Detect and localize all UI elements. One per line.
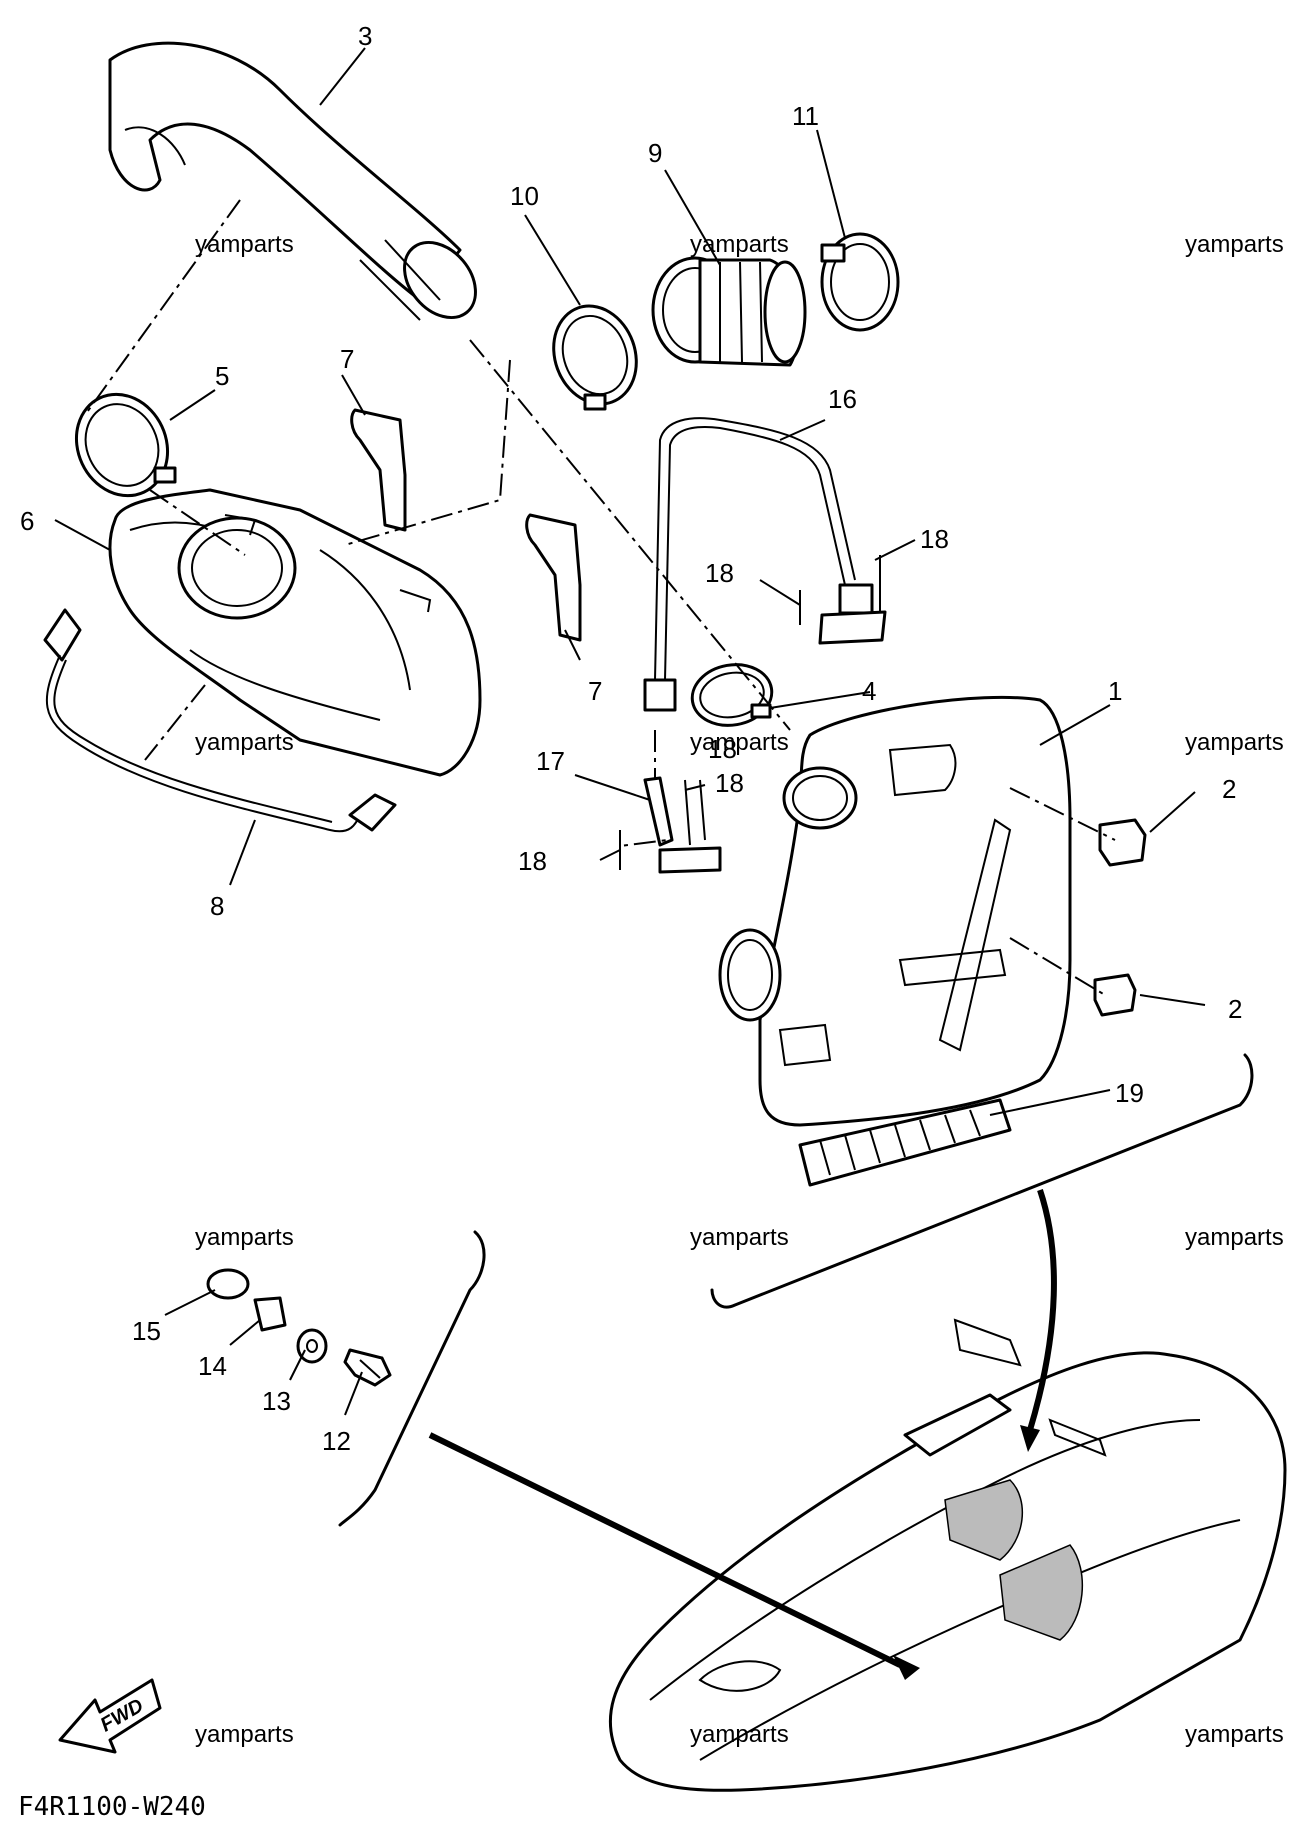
part-11-hose-clamp	[820, 232, 900, 332]
part-9-rubber-joint	[651, 256, 807, 367]
callout-10: 10	[510, 181, 539, 211]
callout-9: 9	[648, 138, 662, 168]
part-10-hose-clamp	[552, 304, 638, 411]
callout-15: 15	[132, 1316, 161, 1346]
watermark: yamparts	[690, 729, 789, 756]
callout-13: 13	[262, 1386, 291, 1416]
part-19-mat	[798, 1098, 1012, 1187]
part-7-bracket-lower	[525, 513, 582, 642]
watermark: yamparts	[195, 1721, 294, 1748]
part-3-intake-hose	[108, 41, 477, 321]
watermarks: yamparts yamparts yamparts yamparts yamp…	[195, 231, 1284, 1748]
callout-3: 3	[358, 21, 372, 51]
part-12-screw	[343, 1348, 392, 1387]
callout-4: 4	[862, 676, 876, 706]
part-4-hose-clamp	[690, 663, 774, 727]
fwd-arrow-icon: FWD	[58, 1678, 162, 1754]
part-1-air-box	[718, 695, 1072, 1127]
watermark: yamparts	[195, 231, 294, 258]
callout-2-upper: 2	[1222, 774, 1236, 804]
arrow-drain-head	[893, 1655, 920, 1680]
callout-7-upper: 7	[340, 344, 354, 374]
part-18-rivets-upper	[799, 555, 887, 645]
part-2-blind-plug-upper	[1098, 818, 1147, 867]
part-8-wire-lead	[43, 608, 397, 833]
watermark: yamparts	[690, 1721, 789, 1748]
part-15-clip	[206, 1268, 250, 1300]
arrow-drain-to-hull	[428, 1432, 902, 1668]
part-13-washer	[296, 1328, 328, 1364]
watermark: yamparts	[1185, 729, 1284, 756]
part-5-hose-clamp	[74, 392, 177, 498]
callout-7-lower: 7	[588, 676, 602, 706]
watermark: yamparts	[690, 231, 789, 258]
watermark: yamparts	[1185, 1224, 1284, 1251]
part-16-strap	[643, 417, 874, 712]
callout-18-lowmid: 18	[715, 768, 744, 798]
callout-16: 16	[828, 384, 857, 414]
group-bracket-airbox	[710, 1053, 1254, 1309]
callout-8: 8	[210, 891, 224, 921]
leader-lines	[54, 47, 1206, 1416]
callout-labels: 3 10 9 11 5 7 16 6 18 18 7 4 1 18 17 18 …	[20, 21, 1242, 1456]
callout-12: 12	[322, 1426, 351, 1456]
watermark: yamparts	[690, 1224, 789, 1251]
callout-18-right: 18	[920, 524, 949, 554]
callout-18-left: 18	[705, 558, 734, 588]
part-17-strap-end	[619, 776, 722, 874]
callout-17: 17	[536, 746, 565, 776]
callout-2-lower: 2	[1228, 994, 1242, 1024]
watercraft-hull	[608, 1318, 1287, 1792]
callout-5: 5	[215, 361, 229, 391]
part-7-bracket-upper	[350, 408, 407, 532]
callout-14: 14	[198, 1351, 227, 1381]
callout-11: 11	[792, 101, 819, 131]
watermark: yamparts	[1185, 1721, 1284, 1748]
arrow-airbox-to-hull	[1027, 1189, 1057, 1431]
figure-code: F4R1100-W240	[18, 1792, 206, 1822]
watermark: yamparts	[195, 729, 294, 756]
assembly-lines	[84, 199, 1116, 996]
watermark: yamparts	[195, 1224, 294, 1251]
part-6-air-silencer	[108, 488, 482, 777]
group-bracket-drain	[338, 1230, 486, 1527]
part-14-nut	[253, 1296, 287, 1332]
part-2-blind-plug-lower	[1093, 973, 1137, 1017]
callout-18-lower: 18	[518, 846, 547, 876]
callout-19: 19	[1115, 1078, 1144, 1108]
callout-18-mid: 18	[708, 734, 737, 764]
callout-6: 6	[20, 506, 34, 536]
callout-1: 1	[1108, 676, 1122, 706]
arrow-airbox-head	[1020, 1425, 1040, 1452]
watermark: yamparts	[1185, 231, 1284, 258]
